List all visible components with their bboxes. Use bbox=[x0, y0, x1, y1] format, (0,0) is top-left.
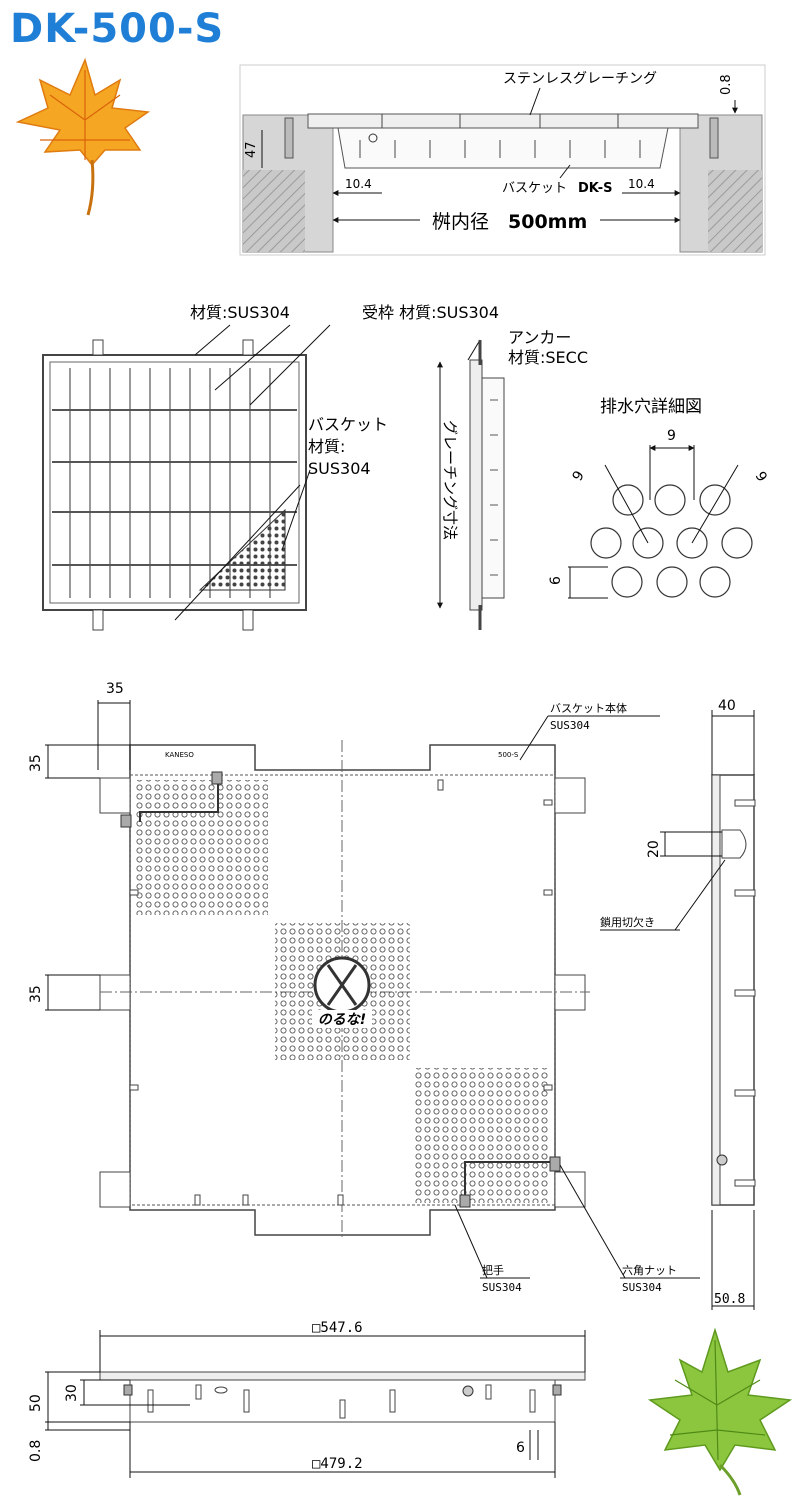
basket-body-material: SUS304 bbox=[550, 719, 590, 732]
handle-label: 把手 bbox=[482, 1263, 504, 1277]
green-maple-leaf-icon bbox=[647, 1327, 793, 1496]
logo-text: のるな! bbox=[318, 1012, 366, 1028]
handle-material: SUS304 bbox=[482, 1281, 522, 1294]
maker-mark: KANESO bbox=[165, 751, 194, 759]
drain-hole-detail: 排水穴詳細図 9 9 9 6 bbox=[548, 397, 770, 599]
grating-dimension-label: グレーチング寸法 bbox=[441, 420, 459, 540]
dim-35-top: 35 bbox=[106, 681, 124, 697]
basket-material-value: SUS304 bbox=[308, 459, 371, 478]
dim-50-label: 50 bbox=[28, 1394, 44, 1412]
dim-35-left: 35 bbox=[28, 754, 44, 772]
dim-08-label: 0.8 bbox=[28, 1440, 44, 1462]
material-main-label: 材質:SUS304 bbox=[190, 303, 290, 322]
grating-overview: 材質:SUS304 受枠 材質:SUS304 バスケット 材質: SUS304 bbox=[42, 303, 499, 631]
front-view: □547.6 □479.2 50 0.8 30 6 bbox=[28, 1320, 586, 1478]
drain-dim-right: 9 bbox=[752, 469, 770, 485]
lock-notch-label: 鎖用切欠き bbox=[600, 915, 655, 929]
drain-dim-top: 9 bbox=[667, 428, 676, 444]
dim-gap-right-label: 10.4 bbox=[628, 177, 655, 191]
basket-prefix-label: バスケット bbox=[502, 181, 567, 196]
basket-material-label: 材質: bbox=[308, 437, 345, 456]
side-view: 40 20 鎖用切欠き 50.8 bbox=[600, 698, 756, 1310]
orange-maple-leaf-icon bbox=[15, 57, 151, 216]
section-view: ステンレスグレーチング 0.8 47 10.4 10.4 バスケット DK-S … bbox=[239, 64, 766, 256]
basket-label: バスケット bbox=[308, 415, 388, 434]
dim-35-mid: 35 bbox=[28, 985, 44, 1003]
inner-diameter-prefix: 桝内径 bbox=[432, 211, 489, 233]
drain-dim-left: 9 bbox=[570, 468, 588, 484]
grating-label: ステンレスグレーチング bbox=[503, 71, 657, 87]
dim-508-label: 50.8 bbox=[714, 1292, 745, 1307]
inner-diameter-value: 500mm bbox=[508, 211, 587, 233]
anchor-material-label: 材質:SECC bbox=[508, 348, 588, 367]
side-profile: グレーチング寸法 アンカー 材質:SECC bbox=[437, 328, 588, 630]
hex-nut-label: 六角ナット bbox=[622, 1264, 677, 1277]
drain-dim-side: 6 bbox=[548, 576, 564, 585]
dim-6-label: 6 bbox=[516, 1440, 525, 1456]
page-title: DK-500-S bbox=[10, 6, 225, 52]
hex-nut-material: SUS304 bbox=[622, 1281, 662, 1294]
basket-body-label: バスケット本体 bbox=[550, 701, 627, 715]
dim-inner-label: □479.2 bbox=[312, 1456, 363, 1472]
basket-model-label: DK-S bbox=[578, 181, 613, 196]
model-mark: 500-S bbox=[498, 751, 519, 759]
drain-detail-title: 排水穴詳細図 bbox=[600, 397, 702, 417]
frame-material-label: 受枠 材質:SUS304 bbox=[362, 303, 499, 322]
dim-left-label: 47 bbox=[244, 141, 259, 158]
dim-40-label: 40 bbox=[718, 698, 736, 714]
dim-20-label: 20 bbox=[646, 840, 662, 858]
dim-gap-left-label: 10.4 bbox=[345, 177, 372, 191]
dim-outer-label: □547.6 bbox=[312, 1320, 363, 1336]
plan-view: のるな! KANESO 500-S 35 35 bbox=[28, 681, 700, 1294]
anchor-label: アンカー bbox=[508, 328, 571, 347]
dim-30-label: 30 bbox=[64, 1384, 80, 1402]
dim-top-label: 0.8 bbox=[719, 74, 734, 95]
